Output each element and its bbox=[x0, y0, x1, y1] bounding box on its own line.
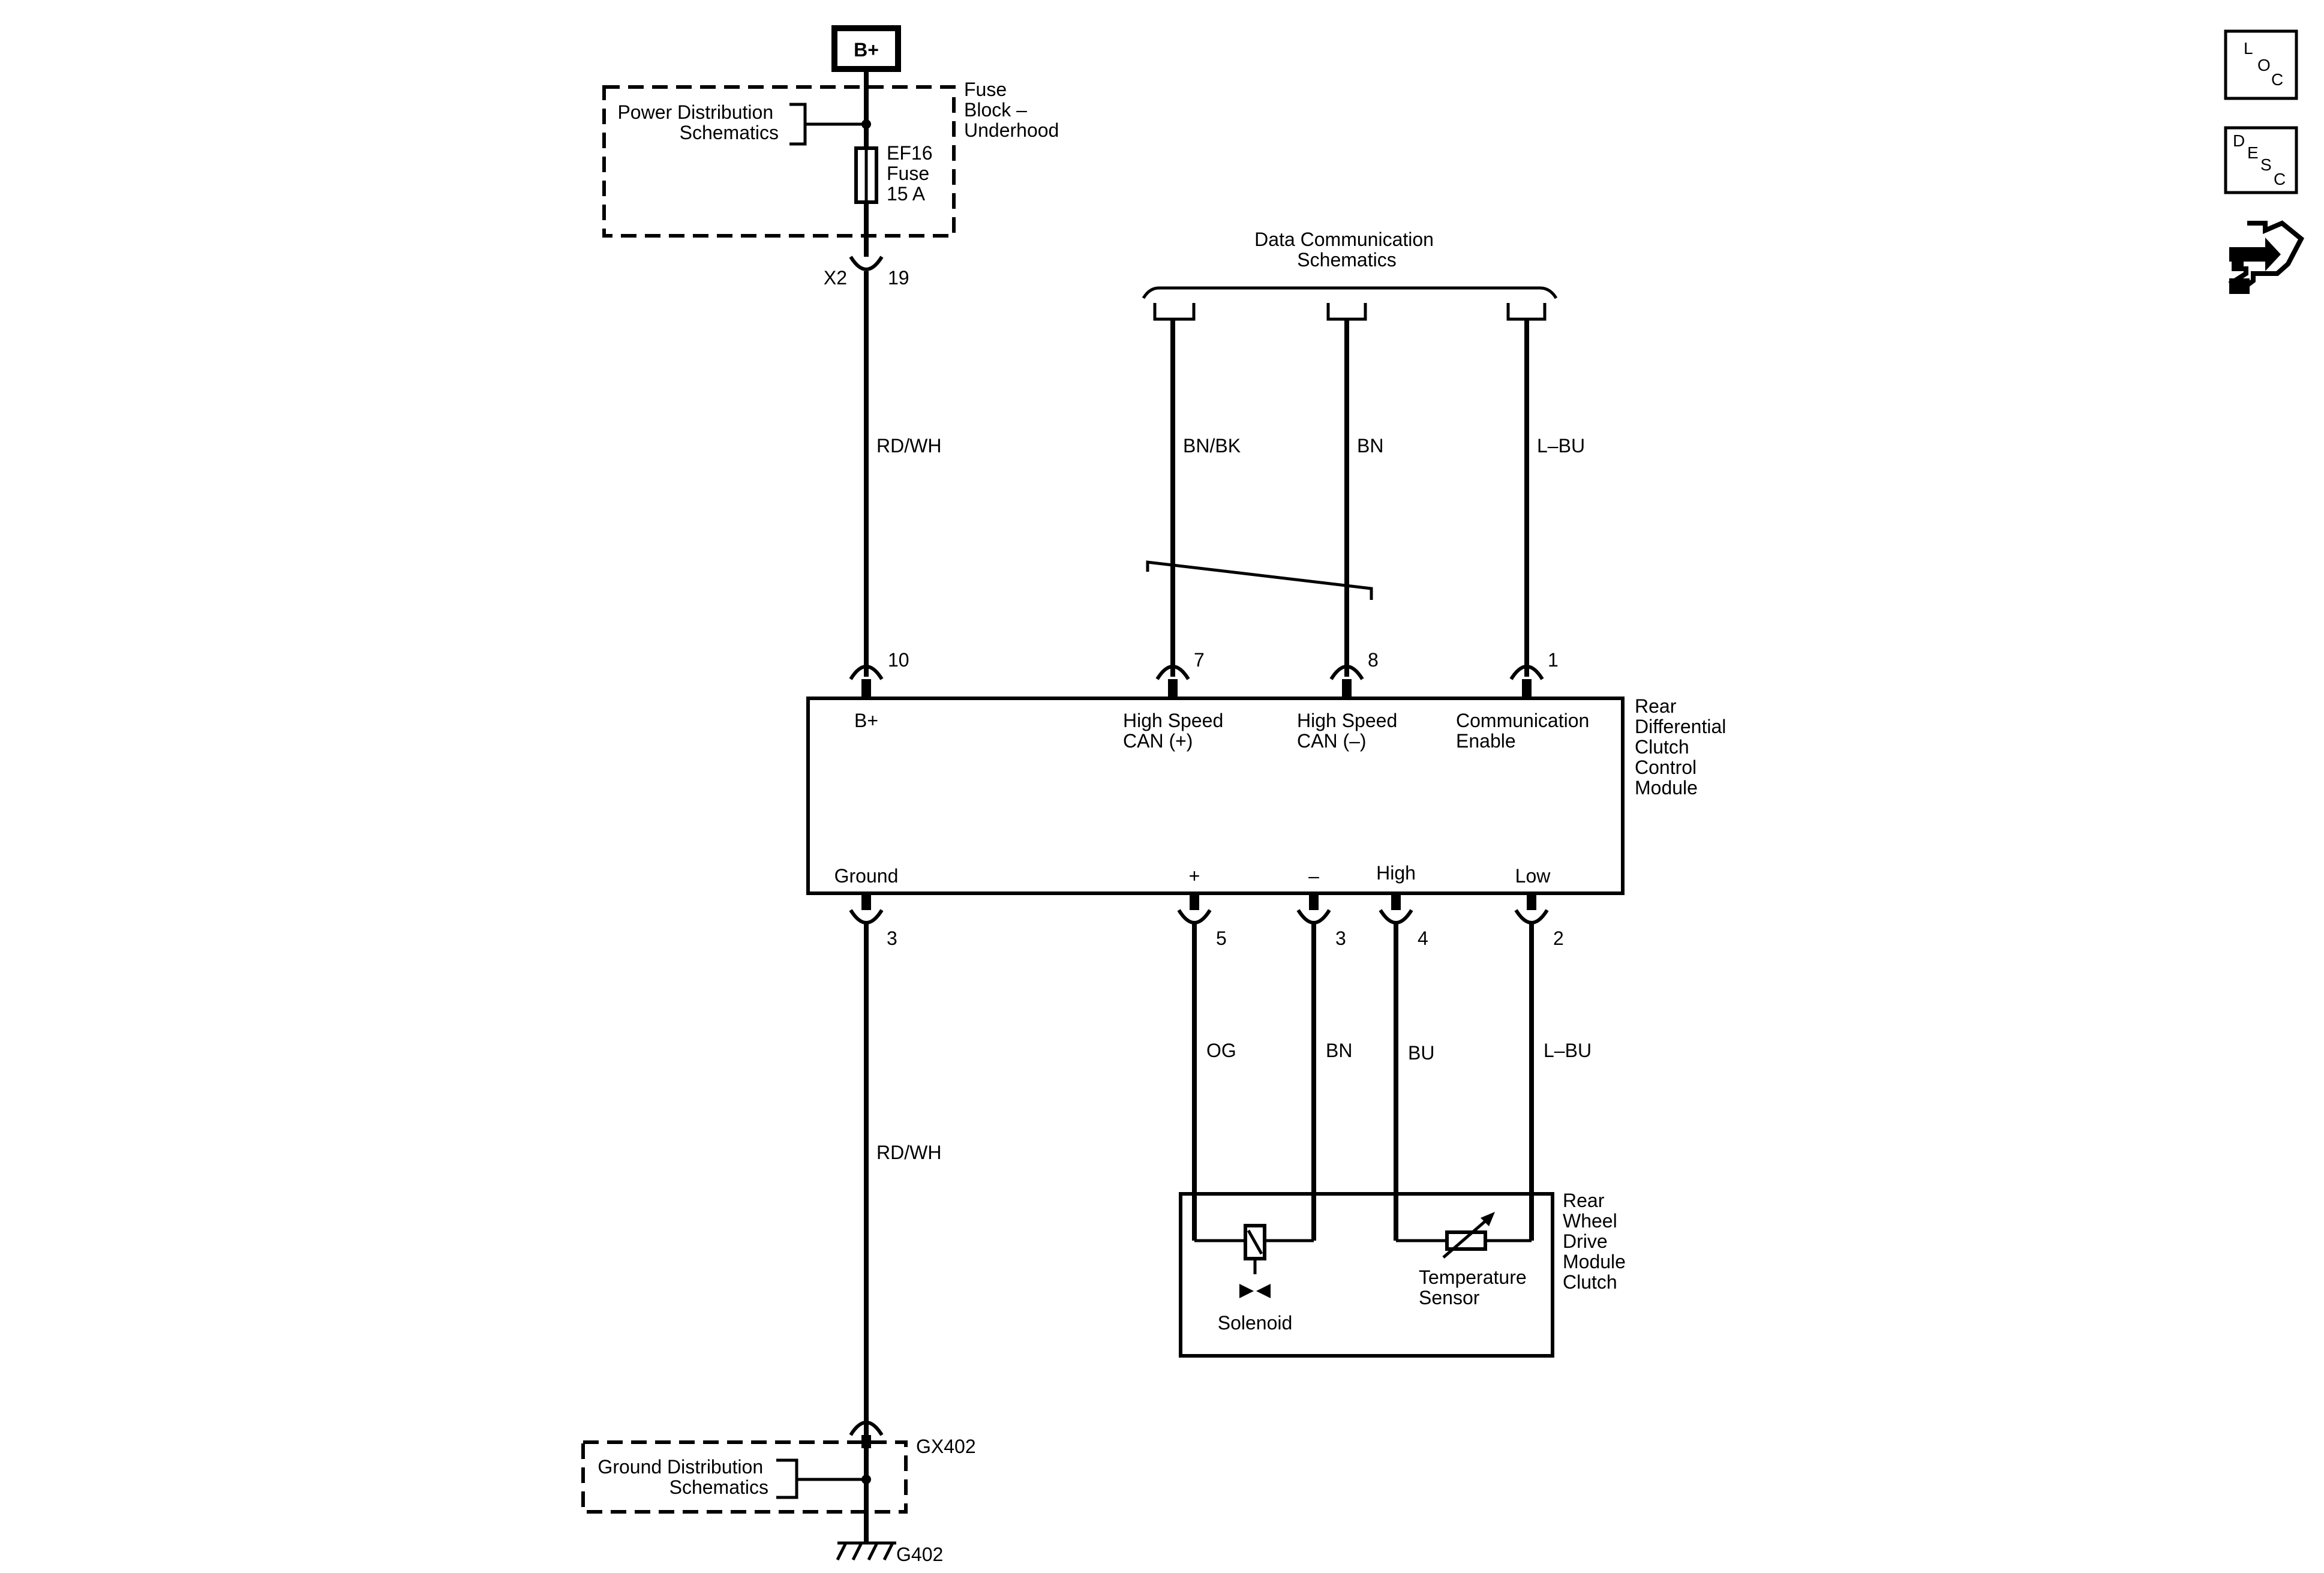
svg-text:S: S bbox=[2260, 155, 2272, 174]
module-top-pins bbox=[849, 665, 1544, 698]
solenoid-valve-icon bbox=[1239, 1284, 1271, 1298]
ground-distribution-box bbox=[581, 1440, 908, 1514]
svg-text:L: L bbox=[2244, 39, 2253, 58]
ground-symbol-icon bbox=[836, 1541, 896, 1561]
temperature-sensor-resistor bbox=[1445, 1230, 1487, 1251]
terminal-label-minus: – bbox=[1308, 865, 1319, 887]
fuse-block-box bbox=[602, 85, 956, 238]
terminal-label-bplus: B+ bbox=[854, 710, 878, 731]
battery-supply: B+ bbox=[831, 25, 901, 72]
wire-color-bn-solenoid: BN bbox=[1326, 1040, 1352, 1061]
terminal-label-ground: Ground bbox=[834, 865, 899, 887]
svg-text:E: E bbox=[2247, 143, 2259, 162]
wire-color-rd-wh-ground: RD/WH bbox=[876, 1142, 941, 1163]
svg-text:C: C bbox=[2274, 170, 2286, 188]
fuse-label: EF16 Fuse 15 A bbox=[887, 142, 938, 205]
wire-color-bn-data: BN bbox=[1357, 435, 1383, 457]
ground-splice-label: GX402 bbox=[916, 1436, 976, 1457]
module-bottom-pins bbox=[849, 893, 1549, 924]
wire-color-l-bu-data: L–BU bbox=[1537, 435, 1585, 457]
wire-color-l-bu-sensor: L–BU bbox=[1544, 1040, 1592, 1061]
svg-text:D: D bbox=[2233, 131, 2245, 150]
connector-view-icon[interactable] bbox=[2228, 220, 2305, 294]
control-module-name: Rear Differential Clutch Control Module bbox=[1635, 695, 1731, 798]
ground-label: G402 bbox=[896, 1544, 943, 1565]
fuse-block-label: Fuse Block – Underhood bbox=[964, 79, 1059, 141]
power-distribution-label[interactable]: Power Distribution Schematics bbox=[617, 101, 779, 143]
wire-color-bn-bk: BN/BK bbox=[1183, 435, 1241, 457]
wire-color-rd-wh-supply: RD/WH bbox=[876, 435, 941, 457]
svg-text:O: O bbox=[2257, 56, 2271, 74]
data-communication-bus bbox=[1142, 286, 1558, 299]
clutch-module-box bbox=[1179, 1192, 1554, 1358]
terminal-label-can-plus: High Speed CAN (+) bbox=[1123, 710, 1229, 752]
description-icon[interactable]: D E S C bbox=[2224, 126, 2298, 194]
terminal-label-comm-enable: Communication Enable bbox=[1456, 710, 1595, 752]
temperature-sensor-arrow-icon bbox=[1481, 1212, 1495, 1226]
pin-bplus: 10 bbox=[888, 649, 909, 671]
pin-can-plus: 7 bbox=[1194, 649, 1205, 671]
data-comm-terminals bbox=[1153, 303, 1547, 321]
svg-text:C: C bbox=[2271, 70, 2283, 89]
wire-color-og: OG bbox=[1206, 1040, 1236, 1061]
pin-ground: 3 bbox=[887, 927, 897, 949]
connector-x2-name: X2 bbox=[824, 267, 847, 289]
pin-comm-enable: 1 bbox=[1548, 649, 1559, 671]
pin-sensor-high: 4 bbox=[1418, 927, 1428, 949]
terminal-label-plus: + bbox=[1189, 865, 1200, 887]
terminal-label-can-minus: High Speed CAN (–) bbox=[1297, 710, 1403, 752]
twisted-pair-marker bbox=[1146, 560, 1373, 600]
power-distribution-bracket bbox=[789, 103, 866, 146]
battery-label: B+ bbox=[854, 39, 879, 61]
pin-solenoid-plus: 5 bbox=[1216, 927, 1227, 949]
ground-splice-connector bbox=[849, 1421, 884, 1436]
data-communication-label[interactable]: Data Communication Schematics bbox=[1254, 229, 1439, 271]
ground-distribution-label[interactable]: Ground Distribution Schematics bbox=[597, 1456, 768, 1498]
wire-color-bu: BU bbox=[1408, 1042, 1434, 1064]
ground-distribution-bracket bbox=[776, 1458, 866, 1499]
temperature-sensor-label: Temperature Sensor bbox=[1419, 1266, 1532, 1308]
pin-sensor-low: 2 bbox=[1553, 927, 1564, 949]
solenoid-label: Solenoid bbox=[1218, 1312, 1293, 1334]
terminal-label-low: Low bbox=[1515, 865, 1551, 887]
clutch-module-name: Rear Wheel Drive Module Clutch bbox=[1563, 1190, 1631, 1293]
connector-x2 bbox=[849, 256, 884, 271]
terminal-label-high: High bbox=[1376, 862, 1416, 884]
control-module-box bbox=[806, 697, 1625, 895]
connector-x2-pin: 19 bbox=[888, 267, 909, 289]
location-icon[interactable]: L O C bbox=[2224, 29, 2298, 100]
pin-can-minus: 8 bbox=[1368, 649, 1379, 671]
pin-solenoid-minus: 3 bbox=[1335, 927, 1346, 949]
